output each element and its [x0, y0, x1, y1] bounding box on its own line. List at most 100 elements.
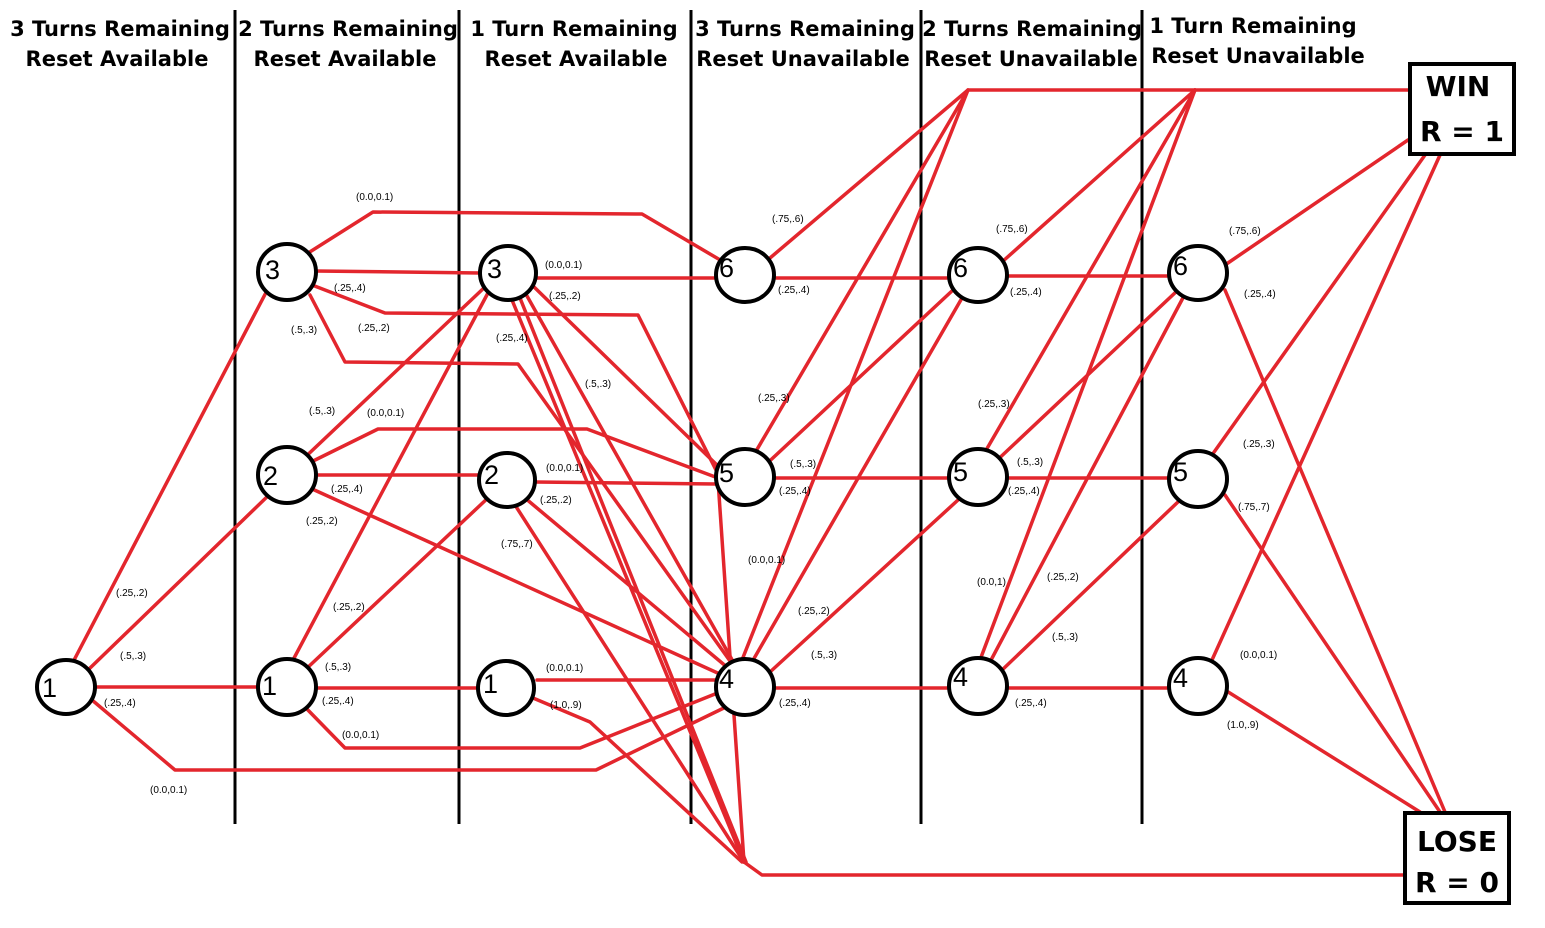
- edge-label: (.25,.2): [549, 291, 581, 302]
- edge-b2-d5: [303, 427, 720, 480]
- edge-f6-lose: [1223, 288, 1447, 814]
- edge-f4-lose: [1223, 688, 1422, 814]
- edge-label: (.25,.4): [1244, 289, 1276, 300]
- edge-d4-e6: [750, 296, 964, 664]
- node-b2: 2: [256, 445, 318, 505]
- edge-b1-c3: [291, 289, 491, 662]
- edge-label: (.5,.3): [790, 459, 816, 470]
- lose-label: LOSE: [1417, 825, 1497, 858]
- edge-b3-d6: [303, 210, 729, 266]
- edge-c3-lose-b: [510, 298, 746, 864]
- edge-d4-e5: [768, 498, 960, 674]
- edge-label: (.5,.3): [811, 650, 837, 661]
- edge-label: (.5,.3): [120, 651, 146, 662]
- edge-label: (.25,.4): [1010, 287, 1042, 298]
- edge-label: (.25,.3): [758, 393, 790, 404]
- node-label: 5: [719, 458, 734, 488]
- edge-label: (.25,.4): [334, 283, 366, 294]
- edge-a1-d4: [90, 698, 732, 772]
- edge-d6-win: [768, 88, 1410, 260]
- edge-c3-d5: [530, 283, 722, 470]
- edge-label: (0.0,0.1): [367, 408, 404, 419]
- edge-label: (0.0,0.1): [748, 555, 785, 566]
- node-label: 4: [719, 664, 734, 694]
- node-b3: 3: [256, 242, 318, 302]
- node-e4: 4: [947, 656, 1009, 716]
- edge-label: (.25,.4): [778, 285, 810, 296]
- header-5-line1: 2 Turns Remaining: [922, 17, 1142, 41]
- node-f4: 4: [1167, 656, 1229, 716]
- win-label: WIN: [1426, 70, 1491, 103]
- header-6-line1: 1 Turn Remaining: [1149, 14, 1356, 38]
- edge-label: (.25,.4): [1008, 486, 1040, 497]
- edge-label: (.5,.3): [1017, 457, 1043, 468]
- header-3-line2: Reset Available: [485, 47, 668, 71]
- node-e6: 6: [947, 246, 1009, 304]
- header-2-line2: Reset Available: [254, 47, 437, 71]
- lose-terminal: LOSE R = 0: [1403, 811, 1511, 905]
- node-c2: 2: [477, 451, 537, 509]
- edge-f6-win: [1223, 138, 1410, 267]
- edge-c2-d5: [533, 480, 718, 486]
- node-label: 5: [953, 457, 968, 487]
- edge-label: (.25,.2): [1047, 572, 1079, 583]
- edge-label: (.25,.4): [104, 698, 136, 709]
- column-headers: 3 Turns Remaining Reset Available 2 Turn…: [10, 14, 1365, 71]
- edge-c2-lose: [513, 503, 746, 864]
- node-label: 6: [1173, 251, 1188, 281]
- edge-label: (.25,.4): [331, 484, 363, 495]
- edge-label: (.25,.2): [798, 606, 830, 617]
- node-d5: 5: [714, 447, 776, 507]
- header-1-line2: Reset Available: [26, 47, 209, 71]
- edge-c1-lose: [531, 696, 744, 864]
- node-a1: 1: [35, 658, 97, 716]
- edge-e4-f6: [988, 292, 1187, 664]
- edge-label: (.5,.3): [1052, 632, 1078, 643]
- edge-label: (.25,.2): [333, 602, 365, 613]
- edge-label: (.25,.4): [779, 698, 811, 709]
- node-label: 1: [483, 669, 498, 699]
- edge-c3-lose-a: [518, 296, 748, 864]
- edge-label: (.75,.7): [1238, 502, 1270, 513]
- node-c3: 3: [478, 244, 538, 302]
- header-4-line2: Reset Unavailable: [696, 47, 910, 71]
- win-terminal: WIN R = 1: [1408, 62, 1516, 156]
- edge-f4-win: [1210, 153, 1442, 662]
- node-f6: 6: [1167, 244, 1229, 302]
- node-label: 4: [953, 662, 968, 692]
- edge-label: (.25,.2): [116, 588, 148, 599]
- edge-e4-win: [978, 88, 1197, 662]
- edge-c3-d4: [525, 294, 737, 667]
- edge-label: (0.0,0.1): [546, 663, 583, 674]
- edge-label: (.5,.3): [309, 406, 335, 417]
- edge-label: (0.0,1): [977, 577, 1006, 588]
- edge-label: (.25,.3): [1243, 439, 1275, 450]
- header-2-line1: 2 Turns Remaining: [238, 17, 458, 41]
- node-d6: 6: [714, 246, 776, 304]
- node-label: 2: [484, 460, 499, 490]
- edge-label: (.5,.3): [325, 662, 351, 673]
- edge-lose-bus: [742, 860, 1407, 877]
- node-d4: 4: [714, 657, 776, 717]
- node-label: 3: [487, 254, 502, 284]
- edge-label: (0.0,0.1): [546, 463, 583, 474]
- state-nodes: 1 3 2 1 3 2 1 6: [35, 242, 1229, 717]
- node-f5: 5: [1167, 449, 1229, 509]
- edge-a1-b2: [86, 490, 274, 672]
- transition-edges: [70, 88, 1447, 877]
- edge-label: (.75,.6): [996, 224, 1028, 235]
- header-3-line1: 1 Turn Remaining: [470, 17, 677, 41]
- edge-label: (.75,.7): [501, 539, 533, 550]
- edge-b1-c2: [303, 494, 492, 672]
- edge-label: (.25,.4): [322, 696, 354, 707]
- node-label: 1: [262, 671, 277, 701]
- edge-d4-win: [740, 88, 970, 662]
- node-label: 1: [42, 673, 57, 703]
- node-label: 5: [1173, 457, 1188, 487]
- edge-label: (.5,.3): [585, 379, 611, 390]
- edge-label: (.25,.2): [358, 323, 390, 334]
- edge-label: (.25,.4): [496, 333, 528, 344]
- edge-labels: (.25,.2) (.5,.3) (.25,.4) (0.0,0.1) (0.0…: [104, 192, 1277, 796]
- header-1-line1: 3 Turns Remaining: [10, 17, 230, 41]
